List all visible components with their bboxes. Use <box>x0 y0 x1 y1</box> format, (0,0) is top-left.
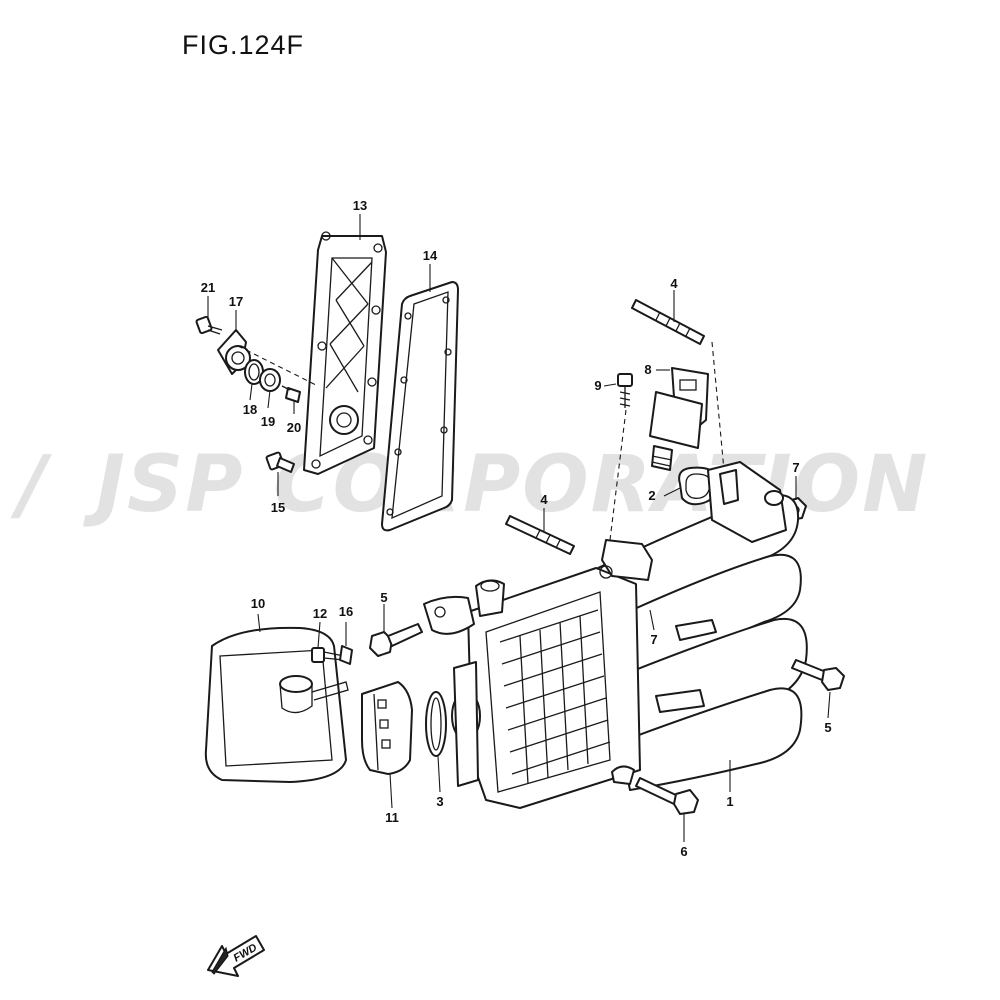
callout-16: 16 <box>339 604 353 619</box>
callout-3: 3 <box>436 794 443 809</box>
callout-20: 20 <box>287 420 301 435</box>
part-13-cover-plate[interactable] <box>303 231 387 475</box>
callout-4-lower: 4 <box>540 492 548 507</box>
callout-18: 18 <box>243 402 257 417</box>
callout-21: 21 <box>201 280 215 295</box>
part-6-bolt[interactable] <box>635 777 699 815</box>
part-16-clip[interactable] <box>339 645 353 665</box>
figure-title: FIG.124F <box>182 30 305 60</box>
part-15-bolt[interactable] <box>265 451 295 473</box>
callout-11: 11 <box>385 810 399 825</box>
callout-17: 17 <box>229 294 243 309</box>
callout-7-lower: 7 <box>650 632 657 647</box>
leader-lines <box>207 214 831 842</box>
callout-1: 1 <box>726 794 733 809</box>
part-5-bolt-left[interactable] <box>369 623 423 657</box>
part-19-seal[interactable] <box>259 368 281 392</box>
part-10-cover[interactable] <box>204 626 349 783</box>
fwd-arrow-icon: FWD <box>207 935 265 977</box>
callout-5-left: 5 <box>380 590 387 605</box>
part-8-sensor[interactable] <box>649 367 709 471</box>
part-21-bolt[interactable] <box>195 315 223 335</box>
callout-9: 9 <box>594 378 601 393</box>
callout-8: 8 <box>644 362 651 377</box>
callout-5-right: 5 <box>824 720 831 735</box>
callout-12: 12 <box>313 606 327 621</box>
part-5-bolt-right[interactable] <box>791 659 845 691</box>
callout-15: 15 <box>271 500 285 515</box>
part-4-stud-lower[interactable] <box>505 515 575 555</box>
callout-4-upper: 4 <box>670 276 678 291</box>
part-4-stud-upper[interactable] <box>631 299 705 345</box>
callout-2: 2 <box>648 488 655 503</box>
callout-6: 6 <box>680 844 687 859</box>
part-9-screw[interactable] <box>617 373 633 408</box>
part-3-o-ring[interactable] <box>425 691 447 757</box>
part-20-bolt[interactable] <box>281 385 301 403</box>
callout-7-upper: 7 <box>792 460 799 475</box>
callout-19: 19 <box>261 414 275 429</box>
callout-14: 14 <box>423 248 438 263</box>
part-1-intake-manifold[interactable] <box>423 461 808 809</box>
part-14-gasket[interactable] <box>381 281 459 532</box>
callout-10: 10 <box>251 596 265 611</box>
part-11-coupling[interactable] <box>361 681 413 775</box>
callout-13: 13 <box>353 198 367 213</box>
